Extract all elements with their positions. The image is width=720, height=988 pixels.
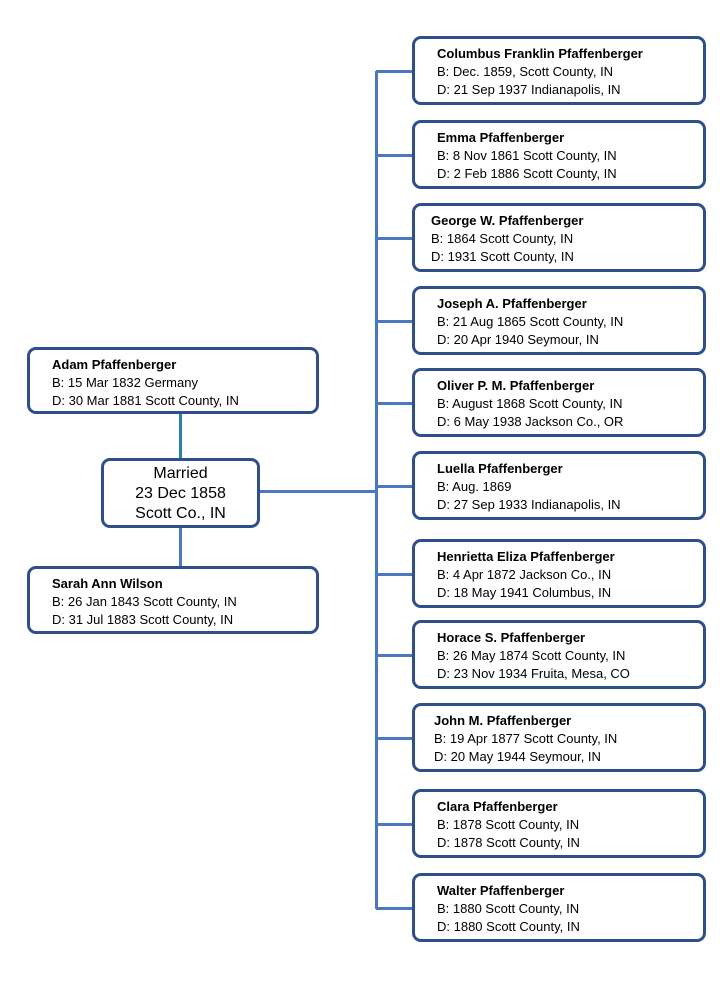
child-branch-line [376, 236, 412, 240]
child-death: D: 1878 Scott County, IN [437, 835, 580, 850]
mother-card[interactable]: Sarah Ann Wilson B: 26 Jan 1843 Scott Co… [27, 566, 319, 634]
child-birth: B: 1880 Scott County, IN [437, 901, 580, 916]
child-death: D: 2 Feb 1886 Scott County, IN [437, 166, 617, 181]
child-name: Henrietta Eliza Pfaffenberger [437, 549, 615, 564]
child-card[interactable]: George W. Pfaffenberger B: 1864 Scott Co… [412, 203, 706, 272]
child-branch-line [376, 484, 412, 488]
child-name: Walter Pfaffenberger [437, 883, 565, 898]
mother-birth: B: 26 Jan 1843 Scott County, IN [52, 594, 237, 609]
child-card[interactable]: Clara Pfaffenberger B: 1878 Scott County… [412, 789, 706, 858]
father-connector-line [179, 414, 182, 460]
child-name: Luella Pfaffenberger [437, 461, 563, 476]
child-branch-line [376, 822, 412, 826]
father-death: D: 30 Mar 1881 Scott County, IN [52, 393, 239, 408]
child-birth: B: 1878 Scott County, IN [437, 817, 580, 832]
child-branch-line [376, 69, 412, 73]
child-death: D: 21 Sep 1937 Indianapolis, IN [437, 82, 621, 97]
child-birth: B: Dec. 1859, Scott County, IN [437, 64, 614, 79]
child-birth: B: Aug. 1869 [437, 479, 512, 494]
child-death: D: 1931 Scott County, IN [431, 249, 574, 264]
child-card[interactable]: Walter Pfaffenberger B: 1880 Scott Count… [412, 873, 706, 942]
child-card[interactable]: Columbus Franklin Pfaffenberger B: Dec. … [412, 36, 706, 105]
child-branch-line [376, 906, 412, 910]
child-death: D: 23 Nov 1934 Fruita, Mesa, CO [437, 666, 630, 681]
child-birth: B: 1864 Scott County, IN [431, 231, 574, 246]
child-name: George W. Pfaffenberger [431, 213, 584, 228]
child-death: D: 20 May 1944 Seymour, IN [434, 749, 601, 764]
mother-name: Sarah Ann Wilson [52, 576, 163, 591]
father-card[interactable]: Adam Pfaffenberger B: 15 Mar 1832 German… [27, 347, 319, 414]
father-name: Adam Pfaffenberger [52, 357, 177, 372]
child-branch-line [376, 572, 412, 576]
child-card[interactable]: Horace S. Pfaffenberger B: 26 May 1874 S… [412, 620, 706, 689]
marriage-to-children-line [259, 490, 376, 493]
marriage-label: Married [153, 465, 208, 482]
child-card[interactable]: Luella Pfaffenberger B: Aug. 1869 D: 27 … [412, 451, 706, 520]
child-name: Emma Pfaffenberger [437, 130, 565, 145]
child-branch-line [376, 736, 412, 740]
child-branch-line [376, 153, 412, 157]
child-branch-line [376, 319, 412, 323]
child-branch-line [376, 401, 412, 405]
child-card[interactable]: Emma Pfaffenberger B: 8 Nov 1861 Scott C… [412, 120, 706, 189]
child-death: D: 1880 Scott County, IN [437, 919, 580, 934]
child-name: Joseph A. Pfaffenberger [437, 296, 587, 311]
child-birth: B: 8 Nov 1861 Scott County, IN [437, 148, 617, 163]
child-card[interactable]: Oliver P. M. Pfaffenberger B: August 186… [412, 368, 706, 437]
child-card[interactable]: John M. Pfaffenberger B: 19 Apr 1877 Sco… [412, 703, 706, 772]
child-name: Horace S. Pfaffenberger [437, 630, 586, 645]
marriage-date: 23 Dec 1858 [135, 485, 226, 502]
marriage-place: Scott Co., IN [135, 505, 226, 522]
child-name: Clara Pfaffenberger [437, 799, 558, 814]
father-birth: B: 15 Mar 1832 Germany [52, 375, 198, 390]
child-name: John M. Pfaffenberger [434, 713, 572, 728]
child-name: Columbus Franklin Pfaffenberger [437, 46, 643, 61]
child-card[interactable]: Henrietta Eliza Pfaffenberger B: 4 Apr 1… [412, 539, 706, 608]
child-death: D: 6 May 1938 Jackson Co., OR [437, 414, 624, 429]
child-birth: B: 4 Apr 1872 Jackson Co., IN [437, 567, 612, 582]
child-name: Oliver P. M. Pfaffenberger [437, 378, 595, 393]
marriage-card[interactable]: Married 23 Dec 1858 Scott Co., IN [101, 458, 260, 528]
child-birth: B: August 1868 Scott County, IN [437, 396, 623, 411]
mother-death: D: 31 Jul 1883 Scott County, IN [52, 612, 234, 627]
child-death: D: 27 Sep 1933 Indianapolis, IN [437, 497, 621, 512]
child-card[interactable]: Joseph A. Pfaffenberger B: 21 Aug 1865 S… [412, 286, 706, 355]
child-birth: B: 26 May 1874 Scott County, IN [437, 648, 626, 663]
child-birth: B: 21 Aug 1865 Scott County, IN [437, 314, 624, 329]
child-birth: B: 19 Apr 1877 Scott County, IN [434, 731, 618, 746]
child-death: D: 20 Apr 1940 Seymour, IN [437, 332, 599, 347]
children-trunk-line [375, 71, 378, 909]
child-death: D: 18 May 1941 Columbus, IN [437, 585, 612, 600]
child-branch-line [376, 653, 412, 657]
mother-connector-line [179, 526, 182, 568]
